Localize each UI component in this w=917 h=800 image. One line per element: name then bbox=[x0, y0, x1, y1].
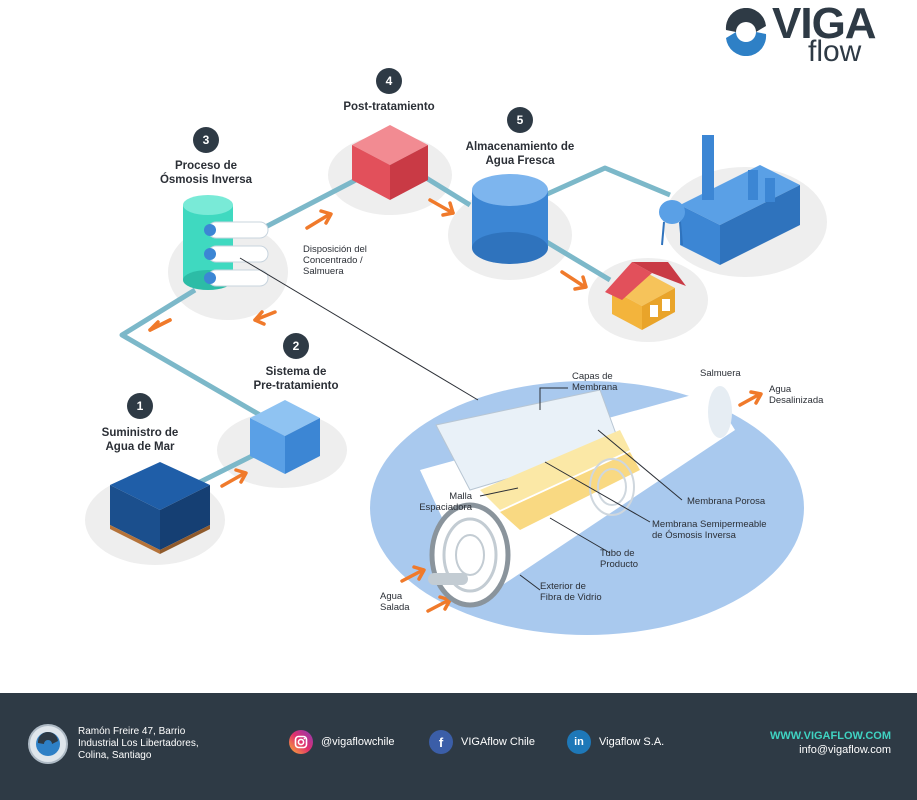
website-link[interactable]: WWW.VIGAFLOW.COM bbox=[770, 730, 891, 742]
semipermeable-line2: de Ósmosis Inversa bbox=[652, 530, 736, 541]
facebook-icon: f bbox=[429, 730, 453, 754]
salt-water-label: Agua Salada bbox=[380, 591, 410, 613]
detail-pointer-line bbox=[239, 257, 479, 401]
instagram-link[interactable]: @vigaflowchile bbox=[289, 729, 395, 755]
pointer-semi bbox=[544, 461, 651, 523]
step-4-label: Post-tratamiento bbox=[329, 100, 449, 114]
desalination-diagram bbox=[85, 125, 827, 635]
concentrate-label-line1: Disposición del bbox=[303, 244, 367, 255]
instagram-handle: @vigaflowchile bbox=[321, 736, 395, 748]
pointer-porous bbox=[597, 429, 683, 501]
factory-icon bbox=[659, 135, 800, 265]
step-5-label: Almacenamiento de Agua Fresca bbox=[450, 140, 590, 168]
pointer-spacer bbox=[479, 487, 519, 497]
step-3-label-line2: Ósmosis Inversa bbox=[159, 174, 253, 186]
pointer-exterior bbox=[519, 574, 541, 591]
flow-arrow-desal bbox=[738, 390, 763, 407]
ro-unit-icon bbox=[183, 195, 269, 290]
linkedin-link[interactable]: in Vigaflow S.A. bbox=[567, 729, 664, 755]
salt-water-line1: Agua bbox=[380, 591, 403, 602]
concentrate-label: Disposición del Concentrado / Salmuera bbox=[303, 244, 367, 277]
address-line1: Ramón Freire 47, Barrio bbox=[78, 726, 186, 737]
step-5-label-line1: Almacenamiento de bbox=[465, 141, 575, 153]
step-4-label-line1: Post-tratamiento bbox=[343, 101, 435, 113]
email-link[interactable]: info@vigaflow.com bbox=[799, 744, 891, 756]
step-2-badge: 2 bbox=[283, 333, 309, 359]
step-3-label-line1: Proceso de bbox=[175, 160, 237, 172]
storage-tank-icon bbox=[472, 174, 548, 264]
spacer-mesh-label: Malla Espaciadora bbox=[398, 491, 472, 513]
desalinated-water-line2: Desalinizada bbox=[769, 395, 824, 406]
step-1-badge: 1 bbox=[127, 393, 153, 419]
fiberglass-exterior-line1: Exterior de bbox=[540, 581, 586, 592]
flow-arrow-2 bbox=[148, 318, 172, 332]
fiberglass-exterior-line2: Fibra de Vidrio bbox=[540, 592, 602, 603]
logo-wordmark-top: VIGA bbox=[772, 0, 877, 48]
instagram-icon bbox=[289, 730, 313, 754]
step-2-label-line1: Sistema de bbox=[265, 366, 327, 378]
semipermeable-line1: Membrana Semipermeable bbox=[652, 519, 767, 530]
flow-arrow-brine bbox=[253, 310, 277, 326]
desalinated-water-line1: Agua bbox=[769, 384, 792, 395]
step-1-label-line1: Suministro de bbox=[101, 427, 179, 439]
flow-arrow-5 bbox=[560, 270, 588, 291]
house-icon bbox=[605, 262, 686, 330]
product-tube-line1: Tubo de bbox=[600, 548, 635, 559]
step-1-label: Suministro de Agua de Mar bbox=[80, 426, 200, 454]
address-line3: Colina, Santiago bbox=[78, 750, 152, 761]
facebook-link[interactable]: f VIGAflow Chile bbox=[429, 729, 535, 755]
step-2-label: Sistema de Pre-tratamiento bbox=[236, 365, 356, 393]
logo-wordmark-bottom: flow bbox=[808, 35, 862, 68]
desalinated-water-label: Agua Desalinizada bbox=[769, 384, 823, 406]
step-1-label-line2: Agua de Mar bbox=[105, 441, 175, 453]
salt-water-line2: Salada bbox=[380, 602, 410, 613]
porous-membrane-label: Membrana Porosa bbox=[687, 496, 766, 507]
post-treatment-cube-icon bbox=[352, 125, 428, 200]
brine-label: Salmuera bbox=[700, 368, 741, 379]
spacer-mesh-line2: Espaciadora bbox=[419, 502, 472, 513]
flow-arrow-1 bbox=[220, 468, 248, 488]
step-2-label-line2: Pre-tratamiento bbox=[253, 380, 339, 392]
sea-water-block-icon bbox=[110, 462, 210, 554]
step-3-badge: 3 bbox=[193, 127, 219, 153]
membrane-layers-label: Capas de Membrana bbox=[572, 371, 617, 393]
concentrate-label-line3: Salmuera bbox=[303, 266, 344, 277]
flow-arrow-4 bbox=[428, 198, 455, 217]
product-tube-label: Tubo de Producto bbox=[600, 548, 638, 570]
step-3-label: Proceso de Ósmosis Inversa bbox=[146, 159, 266, 187]
step-5-badge: 5 bbox=[507, 107, 533, 133]
fiberglass-exterior-label: Exterior de Fibra de Vidrio bbox=[540, 581, 602, 603]
vigaflow-logo-mark-icon bbox=[724, 8, 768, 56]
step-4-badge: 4 bbox=[376, 68, 402, 94]
pretreatment-cube-icon bbox=[250, 400, 320, 474]
flow-arrow-3 bbox=[305, 209, 333, 230]
flow-arrow-salt-1 bbox=[400, 565, 426, 583]
step-5-label-line2: Agua Fresca bbox=[485, 155, 555, 167]
concentrate-label-line2: Concentrado / bbox=[303, 255, 363, 266]
product-tube-line2: Producto bbox=[600, 559, 639, 570]
spacer-mesh-line1: Malla bbox=[449, 491, 472, 502]
vigaflow-logo: VIGA flow bbox=[722, 0, 892, 68]
address-line2: Industrial Los Libertadores, bbox=[78, 738, 199, 749]
facebook-handle: VIGAflow Chile bbox=[461, 736, 535, 748]
membrane-layers-line2: Membrana bbox=[572, 382, 618, 393]
linkedin-icon: in bbox=[567, 730, 591, 754]
pipe-2-3 bbox=[119, 287, 262, 418]
footer: Ramón Freire 47, Barrio Industrial Los L… bbox=[0, 693, 917, 800]
semipermeable-membrane-label: Membrana Semipermeable de Ósmosis Invers… bbox=[652, 519, 767, 541]
pointer-tube bbox=[549, 517, 611, 554]
linkedin-handle: Vigaflow S.A. bbox=[599, 736, 665, 748]
contact-block: WWW.VIGAFLOW.COM info@vigaflow.com bbox=[770, 729, 891, 757]
membrane-layers-line1: Capas de bbox=[572, 371, 613, 382]
pointer-layers bbox=[539, 387, 568, 410]
company-address: Ramón Freire 47, Barrio Industrial Los L… bbox=[78, 726, 199, 762]
pipe-5-factory bbox=[543, 165, 671, 198]
company-seal-icon bbox=[28, 724, 68, 764]
membrane-cutaway-icon bbox=[420, 386, 735, 608]
